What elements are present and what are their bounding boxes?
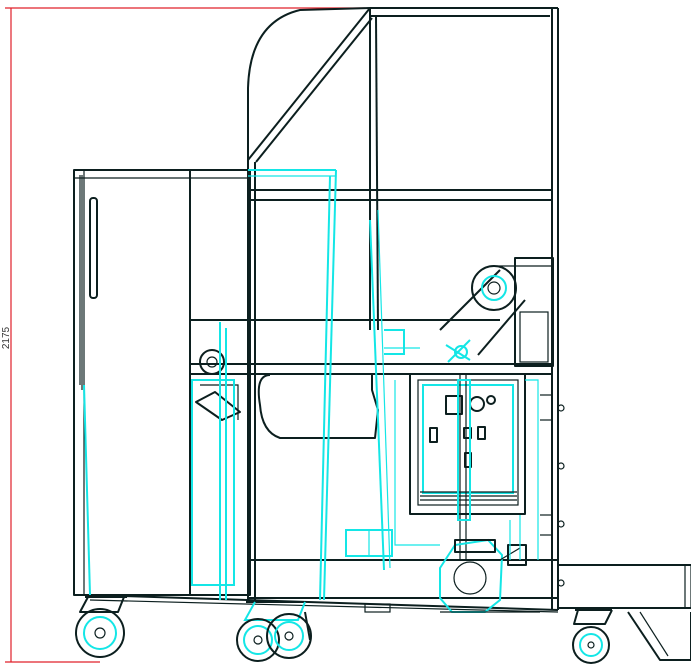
height-dimension: 2175 [1,7,365,663]
motor-pump-icon [439,538,527,613]
base-details [364,603,540,613]
right-side-fittings [540,394,565,587]
caster-wheel-icon-middle-left [236,601,306,662]
belt-conveyor [190,257,554,367]
inlet-roller [195,349,241,421]
height-dimension-label: 2175 [1,326,12,349]
discharge-chute [558,564,691,661]
caster-wheel-icon-front-left [75,596,127,658]
hidden-internal-lines [83,169,539,601]
caster-wheel-icon-right [572,609,613,664]
lower-hopper [257,374,379,439]
caster-wheel-icon-middle-right [266,611,312,659]
belt-roller-icon [471,265,517,311]
left-cabinet [73,169,251,596]
cabinet-handle [89,197,98,299]
control-panel [409,373,526,560]
